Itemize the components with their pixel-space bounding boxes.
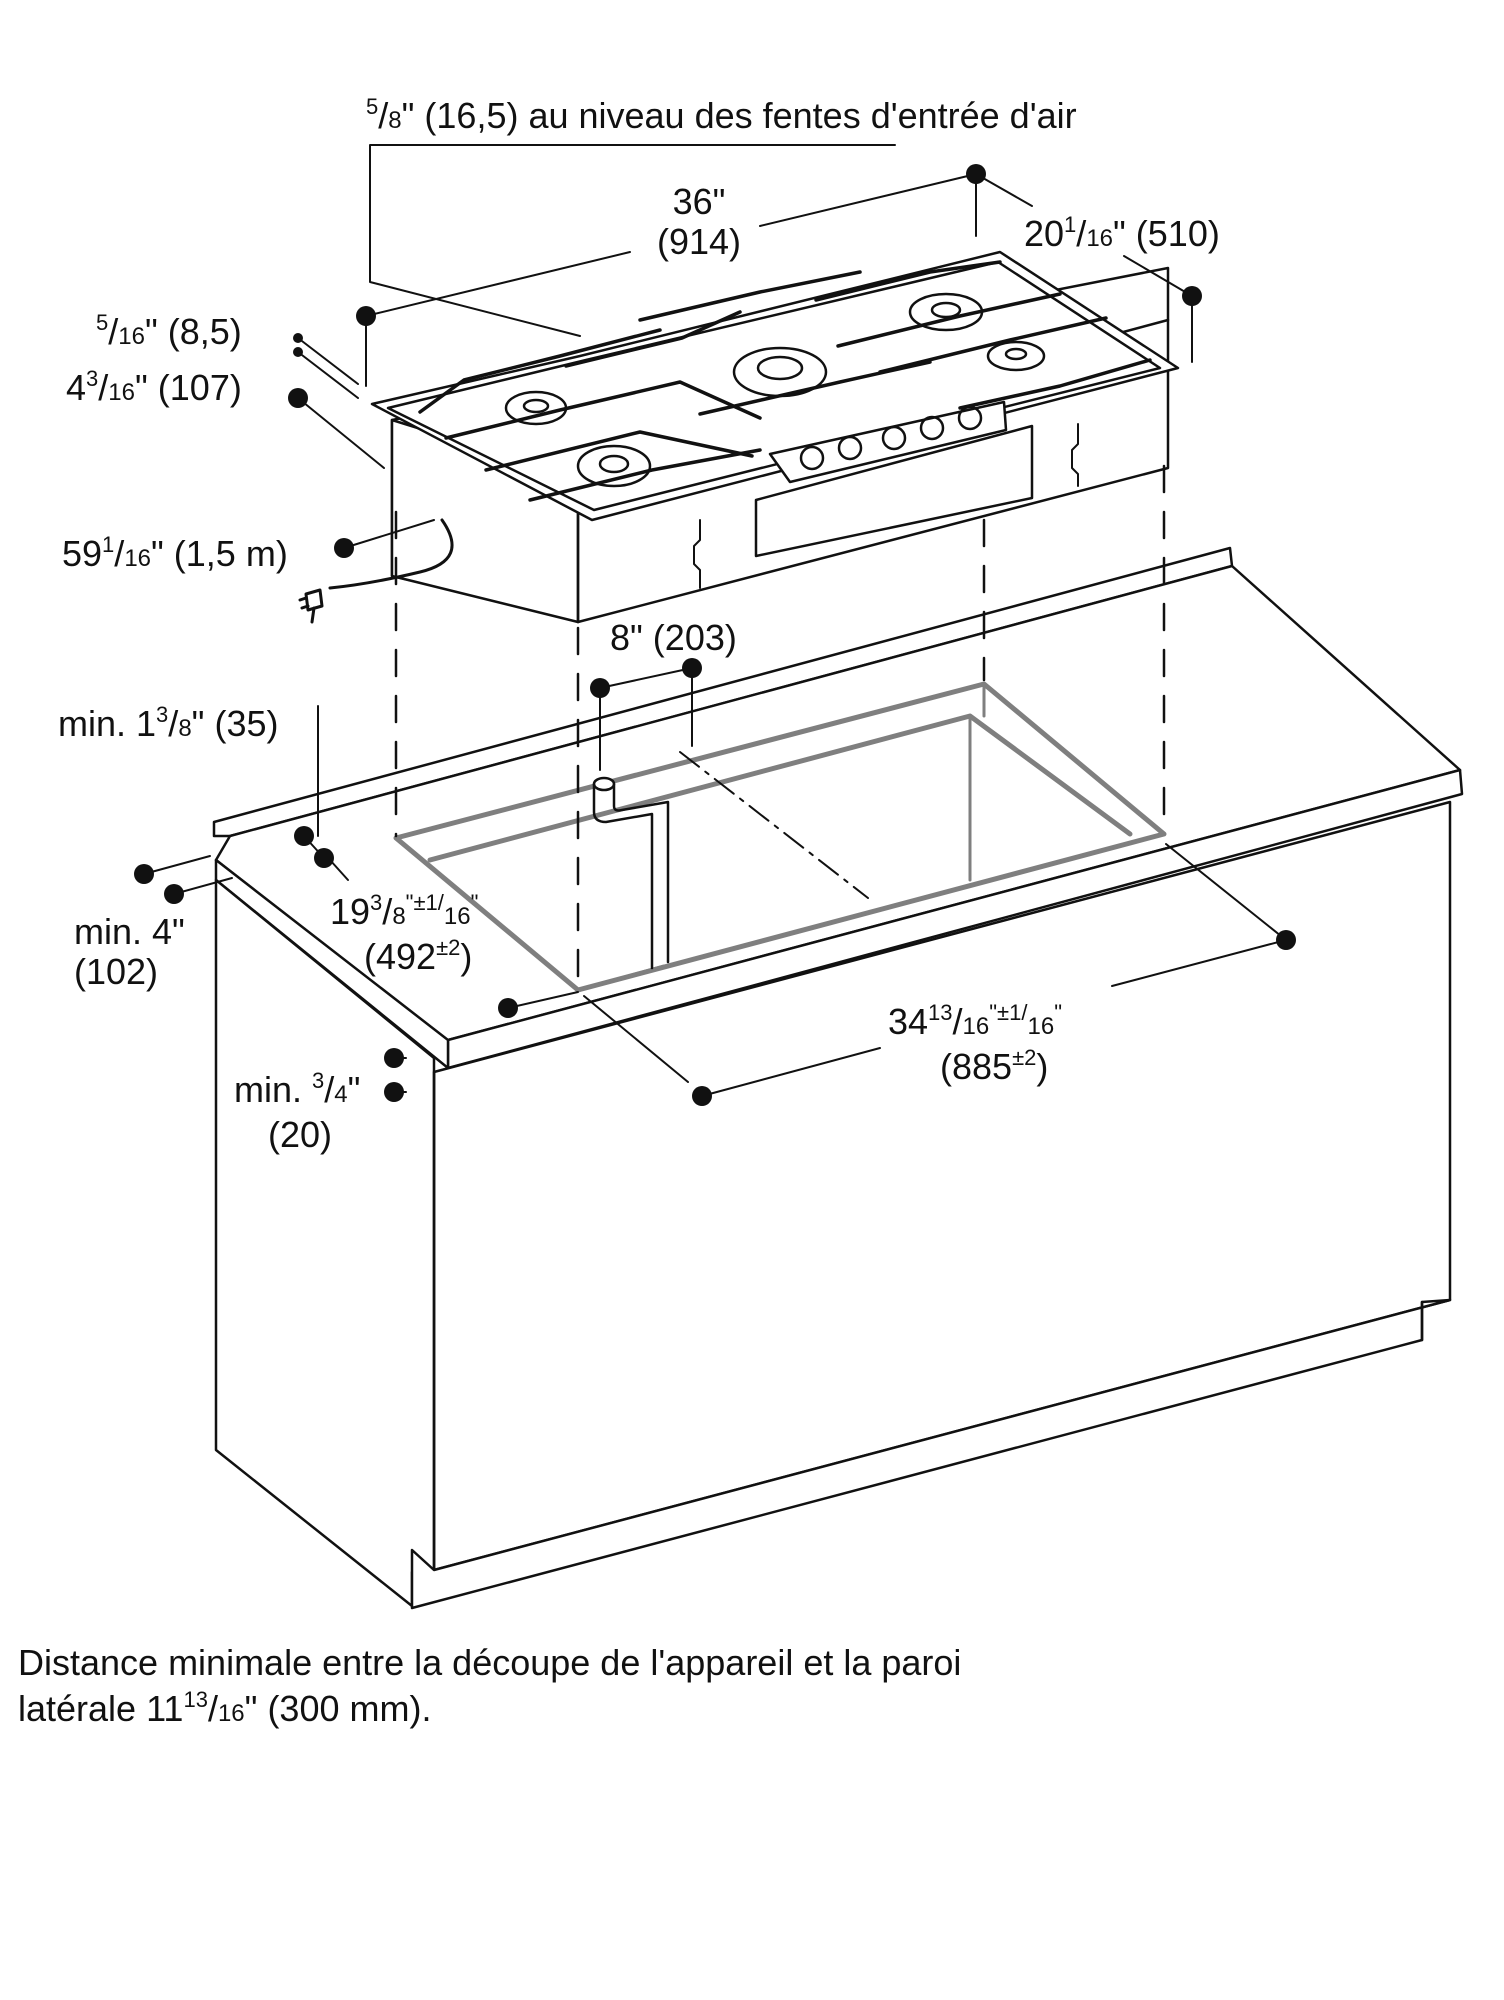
center-line (679, 751, 869, 899)
knob-icons (799, 405, 983, 471)
cabinet (212, 546, 1464, 1610)
grate-outlines (418, 260, 1152, 502)
cutout (393, 681, 1167, 993)
gas-pipe (592, 776, 670, 970)
cooktop-plate (370, 250, 1180, 522)
cooktop (298, 250, 1180, 624)
thickness-label: 5/16" (8,5) (96, 310, 242, 352)
min-top-thickness-label: min. 3/4" (20) (234, 1068, 361, 1155)
power-cord (328, 518, 454, 590)
depth-label: 201/16" (510) (1024, 212, 1220, 254)
cutout-depth-label: 193/8"±1/16" (492±2) (330, 890, 479, 977)
burner-icons (504, 292, 1046, 488)
min-back-clearance-label: min. 13/8" (35) (58, 702, 279, 744)
gas-connection-label: 8" (203) (610, 617, 737, 658)
plug-icon (298, 588, 324, 624)
min-front-clearance-label: min. 4" (102) (74, 911, 185, 992)
caption-line-2: latérale 1113/16" (300 mm). (18, 1687, 432, 1729)
drop-lines (394, 464, 1166, 986)
dimension-dots (134, 164, 1296, 1106)
caption-line-1: Distance minimale entre la découpe de l'… (18, 1642, 962, 1683)
cord-label: 591/16" (1,5 m) (62, 532, 288, 574)
air-slot-label: 5/8" (16,5) au niveau des fentes d'entré… (366, 94, 1077, 136)
cutout-width-label: 3413/16"±1/16" (885±2) (888, 1000, 1062, 1087)
height-label: 43/16" (107) (66, 366, 242, 408)
width-label: 36" (914) (656, 181, 742, 262)
clamp-icons (693, 423, 1079, 589)
caption: Distance minimale entre la découpe de l'… (18, 1640, 1318, 1737)
